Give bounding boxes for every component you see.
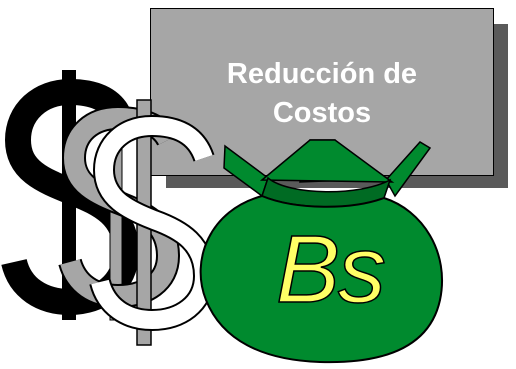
title-text: Reducción de Costos <box>175 55 469 133</box>
title-line-2: Costos <box>272 97 372 129</box>
money-bag-icon <box>199 139 443 364</box>
title-line-1: Reducción de <box>226 58 418 90</box>
dollar-sign-outline-icon <box>89 99 216 346</box>
bag-label: Bs <box>275 215 387 324</box>
